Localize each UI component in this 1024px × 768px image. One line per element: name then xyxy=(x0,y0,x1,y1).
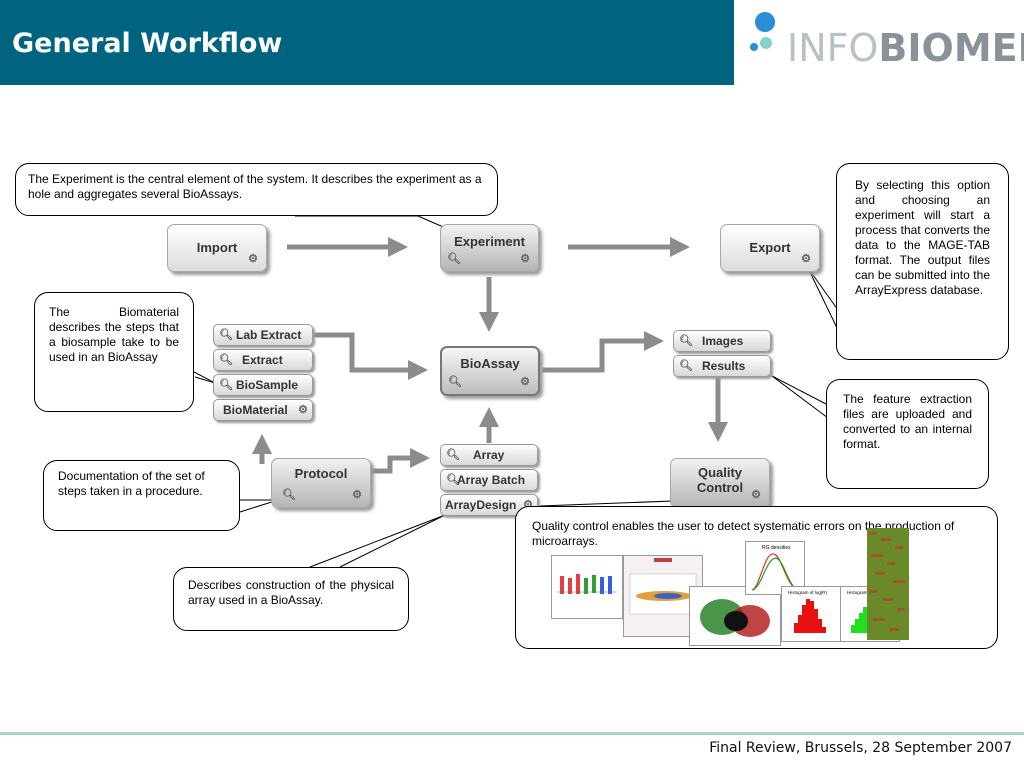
search-icon: 🔍︎ xyxy=(219,379,233,391)
biomaterial-item[interactable]: BioMaterial ⚙ xyxy=(213,399,313,421)
search-icon: 🔍︎ xyxy=(448,376,462,388)
svg-text:Histogram of log(R): Histogram of log(R) xyxy=(788,590,828,595)
array-batch-item[interactable]: 🔍︎ Array Batch xyxy=(440,469,538,491)
qc-scatter-thumbnail xyxy=(689,586,781,646)
protocol-callout: Documentation of the set of steps taken … xyxy=(43,460,240,531)
import-node[interactable]: Import ⚙ xyxy=(167,224,267,272)
search-icon: 🔍︎ xyxy=(219,329,233,341)
arrow-protocol-array xyxy=(372,448,430,474)
svg-text:Histogram of log(G): Histogram of log(G) xyxy=(847,590,887,595)
gear-icon: ⚙ xyxy=(520,253,530,265)
search-icon: 🔍︎ xyxy=(446,449,460,461)
array-design-item[interactable]: ArrayDesign ⚙ xyxy=(440,494,538,516)
search-icon: 🔍︎ xyxy=(679,335,693,347)
gear-icon: ⚙ xyxy=(352,489,362,501)
arrow-bioassay-images xyxy=(542,331,664,373)
biosample-item[interactable]: 🔍︎ BioSample xyxy=(213,374,313,396)
search-icon: 🔍︎ xyxy=(446,474,460,486)
search-icon: 🔍︎ xyxy=(219,354,233,366)
gear-icon: ⚙ xyxy=(520,376,530,388)
page-title: General Workflow xyxy=(12,28,283,59)
extract-item[interactable]: 🔍︎ Extract xyxy=(213,349,313,371)
gear-icon: ⚙ xyxy=(751,489,761,501)
biomaterial-callout: The Biomaterial describes the steps that… xyxy=(34,292,194,412)
footer-divider xyxy=(0,732,1024,735)
lab-extract-item[interactable]: 🔍︎ Lab Extract xyxy=(213,324,313,346)
gear-icon: ⚙ xyxy=(298,404,308,416)
footer-text: Final Review, Brussels, 28 September 200… xyxy=(709,740,1012,756)
array-item[interactable]: 🔍︎ Array xyxy=(440,444,538,466)
images-item[interactable]: 🔍︎ Images xyxy=(673,330,771,352)
qc-boxplot-thumbnail xyxy=(551,555,623,619)
gear-icon: ⚙ xyxy=(523,499,533,511)
quality-control-node[interactable]: Quality Control ⚙ xyxy=(670,458,770,508)
header-bar: General Workflow xyxy=(0,0,734,85)
protocol-node[interactable]: Protocol 🔍︎ ⚙ xyxy=(271,458,371,508)
results-item[interactable]: 🔍︎ Results xyxy=(673,355,771,377)
search-icon: 🔍︎ xyxy=(447,253,461,265)
svg-text:RG densities: RG densities xyxy=(762,545,791,551)
qc-histogram-r-thumbnail: Histogram of log(R) xyxy=(781,586,841,642)
search-icon: 🔍︎ xyxy=(282,489,296,501)
gear-icon: ⚙ xyxy=(801,253,811,265)
array-callout: Describes construction of the physical a… xyxy=(173,567,409,631)
results-callout: The feature extraction files are uploade… xyxy=(826,379,989,489)
logo-dots-icon xyxy=(750,12,775,51)
search-icon: 🔍︎ xyxy=(679,360,693,372)
gear-icon: ⚙ xyxy=(248,253,258,265)
export-callout: By selecting this option and choosing an… xyxy=(836,163,1009,360)
qc-density-thumbnail: RG densities xyxy=(745,541,805,595)
arrow-material-bioassay xyxy=(314,332,428,380)
qc-heatmap-thumbnail xyxy=(867,528,909,640)
experiment-callout: The Experiment is the central element of… xyxy=(15,163,498,216)
logo-text: INFOBIOMED xyxy=(787,26,1024,70)
experiment-node[interactable]: Experiment 🔍︎ ⚙ xyxy=(440,224,539,272)
infobiomed-logo: INFOBIOMED xyxy=(745,10,1024,80)
bioassay-node[interactable]: BioAssay 🔍︎ ⚙ xyxy=(440,346,540,396)
export-node[interactable]: Export ⚙ xyxy=(720,224,820,272)
